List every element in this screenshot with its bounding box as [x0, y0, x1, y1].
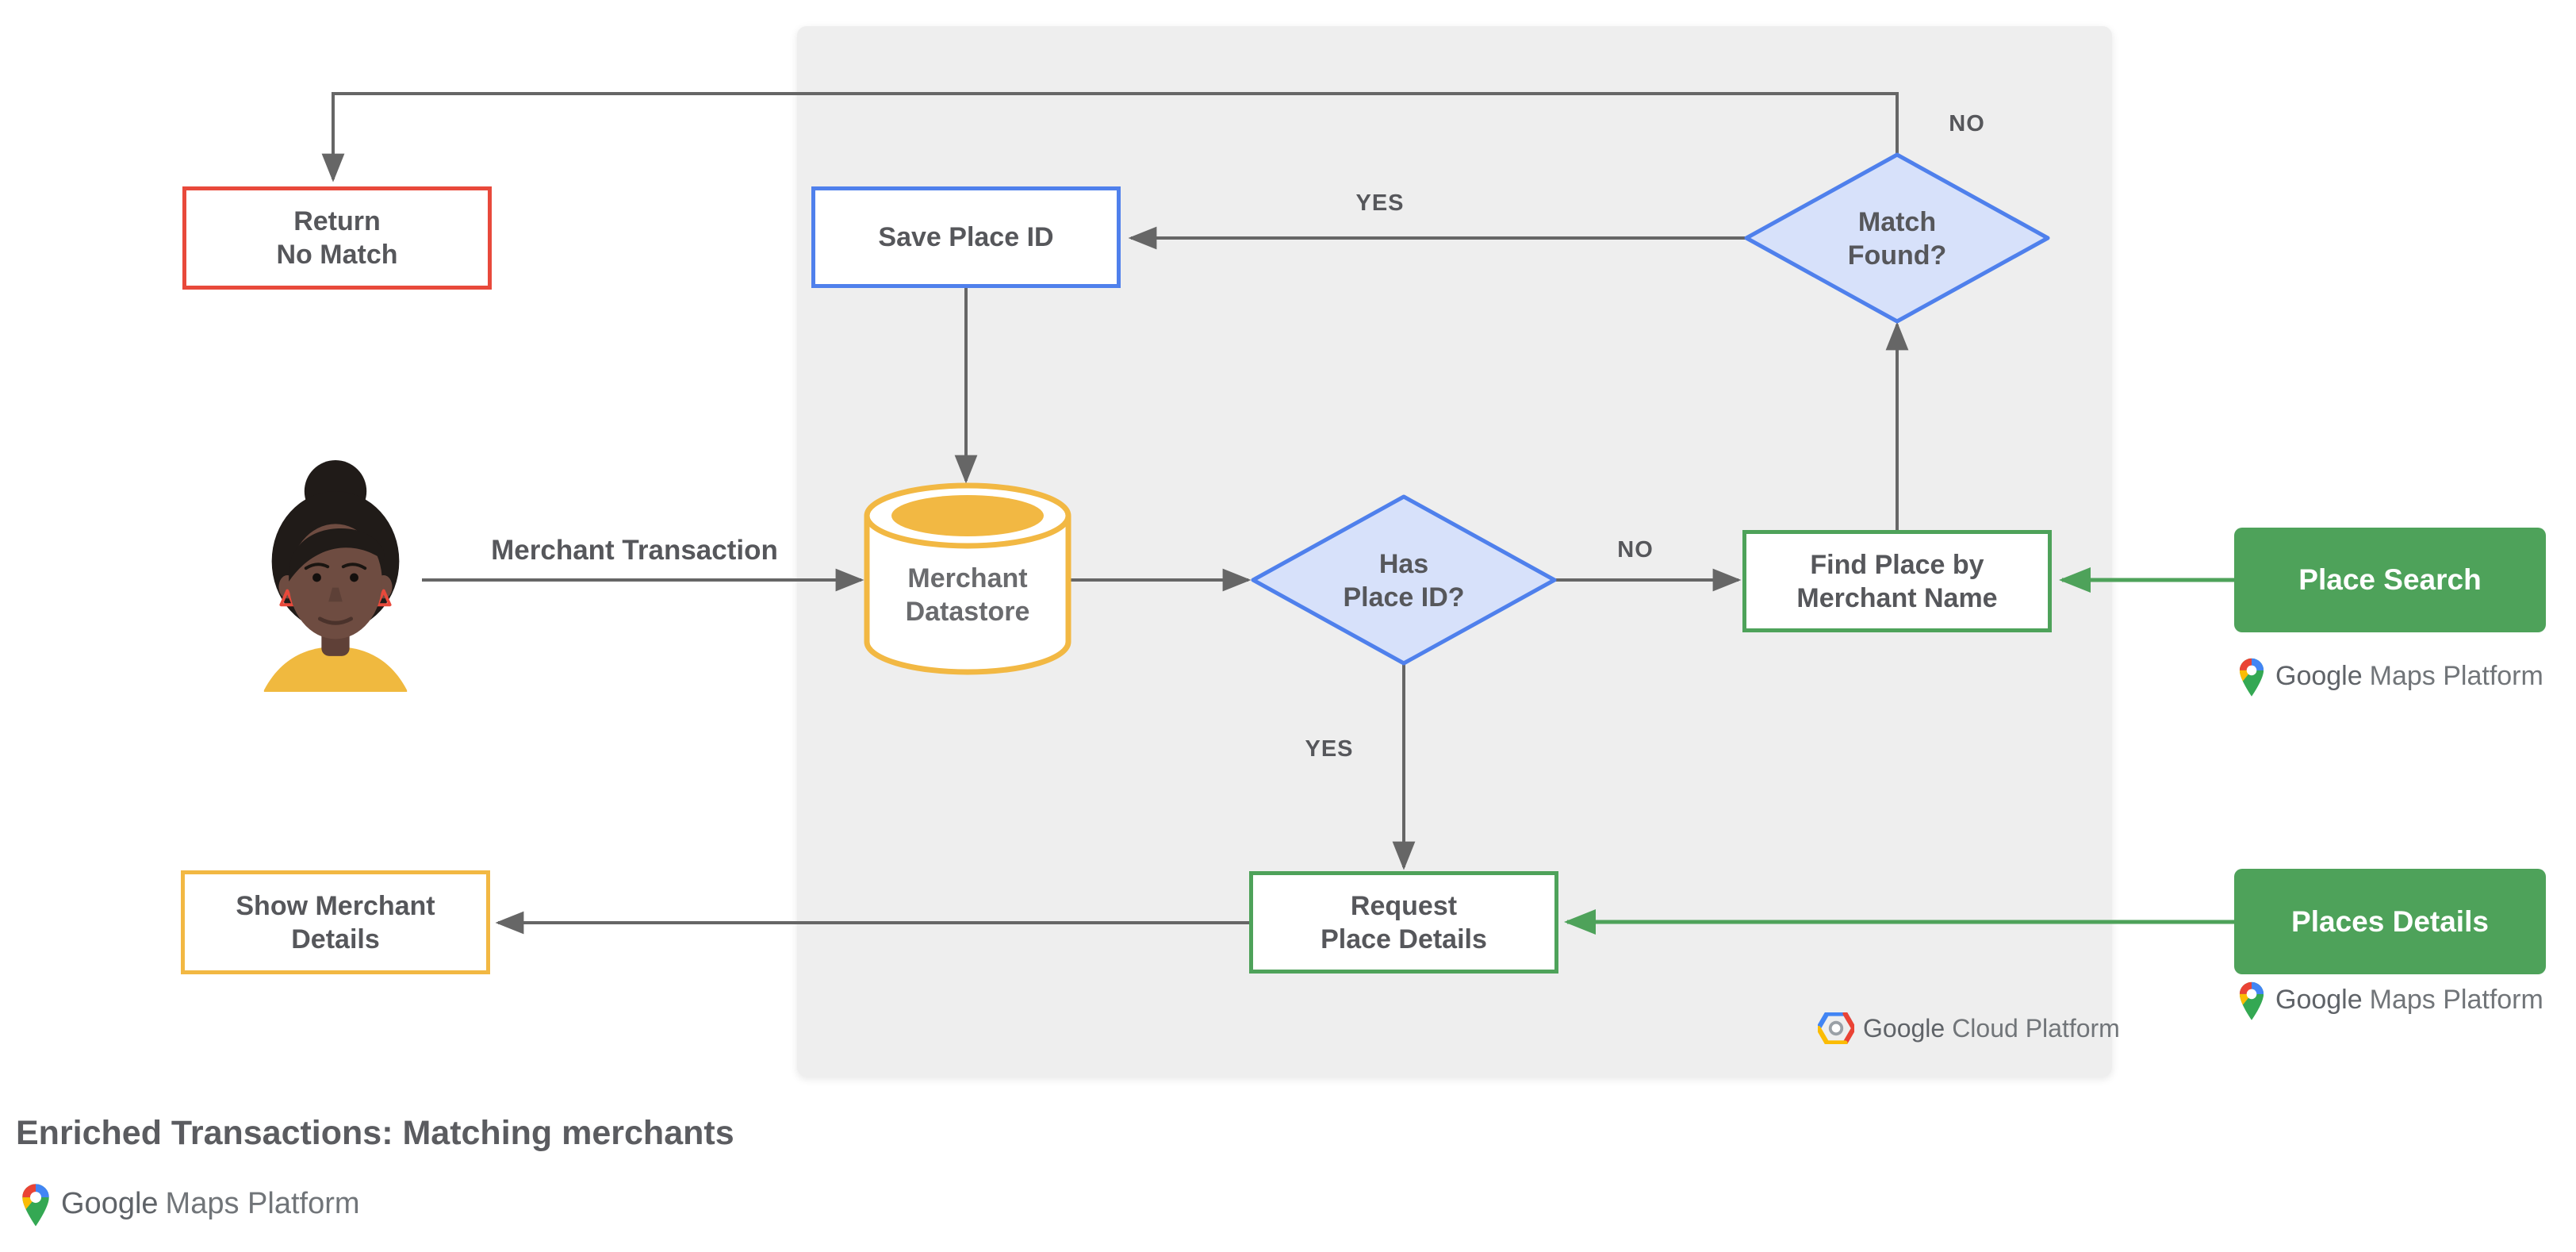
- google-cloud-hexagon-icon: [1818, 1012, 1854, 1044]
- save-place-id-box: Save Place ID: [811, 186, 1121, 288]
- request-place-details-line2: Place Details: [1321, 924, 1487, 954]
- return-no-match-box: Return No Match: [182, 186, 492, 290]
- find-place-line1: Find Place by: [1810, 549, 1984, 580]
- find-place-box: Find Place by Merchant Name: [1742, 530, 2052, 632]
- show-merchant-details-box: Show Merchant Details: [181, 870, 490, 974]
- merchant-datastore-cylinder: [864, 482, 1071, 675]
- match-found-yes-label: YES: [1355, 190, 1405, 216]
- has-place-id-yes-label: YES: [1305, 735, 1354, 762]
- request-place-details-line1: Request: [1350, 890, 1458, 921]
- google-maps-pin-icon: [2239, 981, 2264, 1020]
- return-no-match-line1: Return: [293, 206, 381, 236]
- merchant-datastore-label: Merchant Datastore: [905, 563, 1030, 627]
- show-merchant-details-line2: Details: [291, 924, 380, 954]
- request-place-details-box: Request Place Details: [1249, 871, 1558, 974]
- find-place-line2: Merchant Name: [1796, 582, 1998, 613]
- has-place-id-diamond: [1251, 494, 1557, 666]
- google-maps-pin-icon: [22, 1184, 49, 1227]
- google-maps-pin-icon: [2239, 658, 2264, 697]
- show-merchant-details-line1: Show Merchant: [236, 890, 435, 921]
- place-search-api-box: Place Search: [2234, 528, 2546, 632]
- match-found-diamond: [1744, 152, 2050, 324]
- has-place-id-no-label: NO: [1617, 536, 1654, 563]
- page-title: Enriched Transactions: Matching merchant…: [16, 1114, 734, 1152]
- merchant-transaction-label: Merchant Transaction: [491, 535, 778, 566]
- places-details-api-box: Places Details: [2234, 869, 2546, 974]
- return-no-match-line2: No Match: [276, 240, 398, 270]
- user-avatar: [263, 459, 408, 692]
- save-place-id-label: Save Place ID: [878, 222, 1054, 252]
- match-found-no-label: NO: [1949, 110, 1985, 136]
- match-found-label: Match Found?: [1847, 207, 1947, 271]
- has-place-id-label: Has Place ID?: [1343, 549, 1465, 613]
- edge-match-found-no-to-return: [321, 92, 1899, 182]
